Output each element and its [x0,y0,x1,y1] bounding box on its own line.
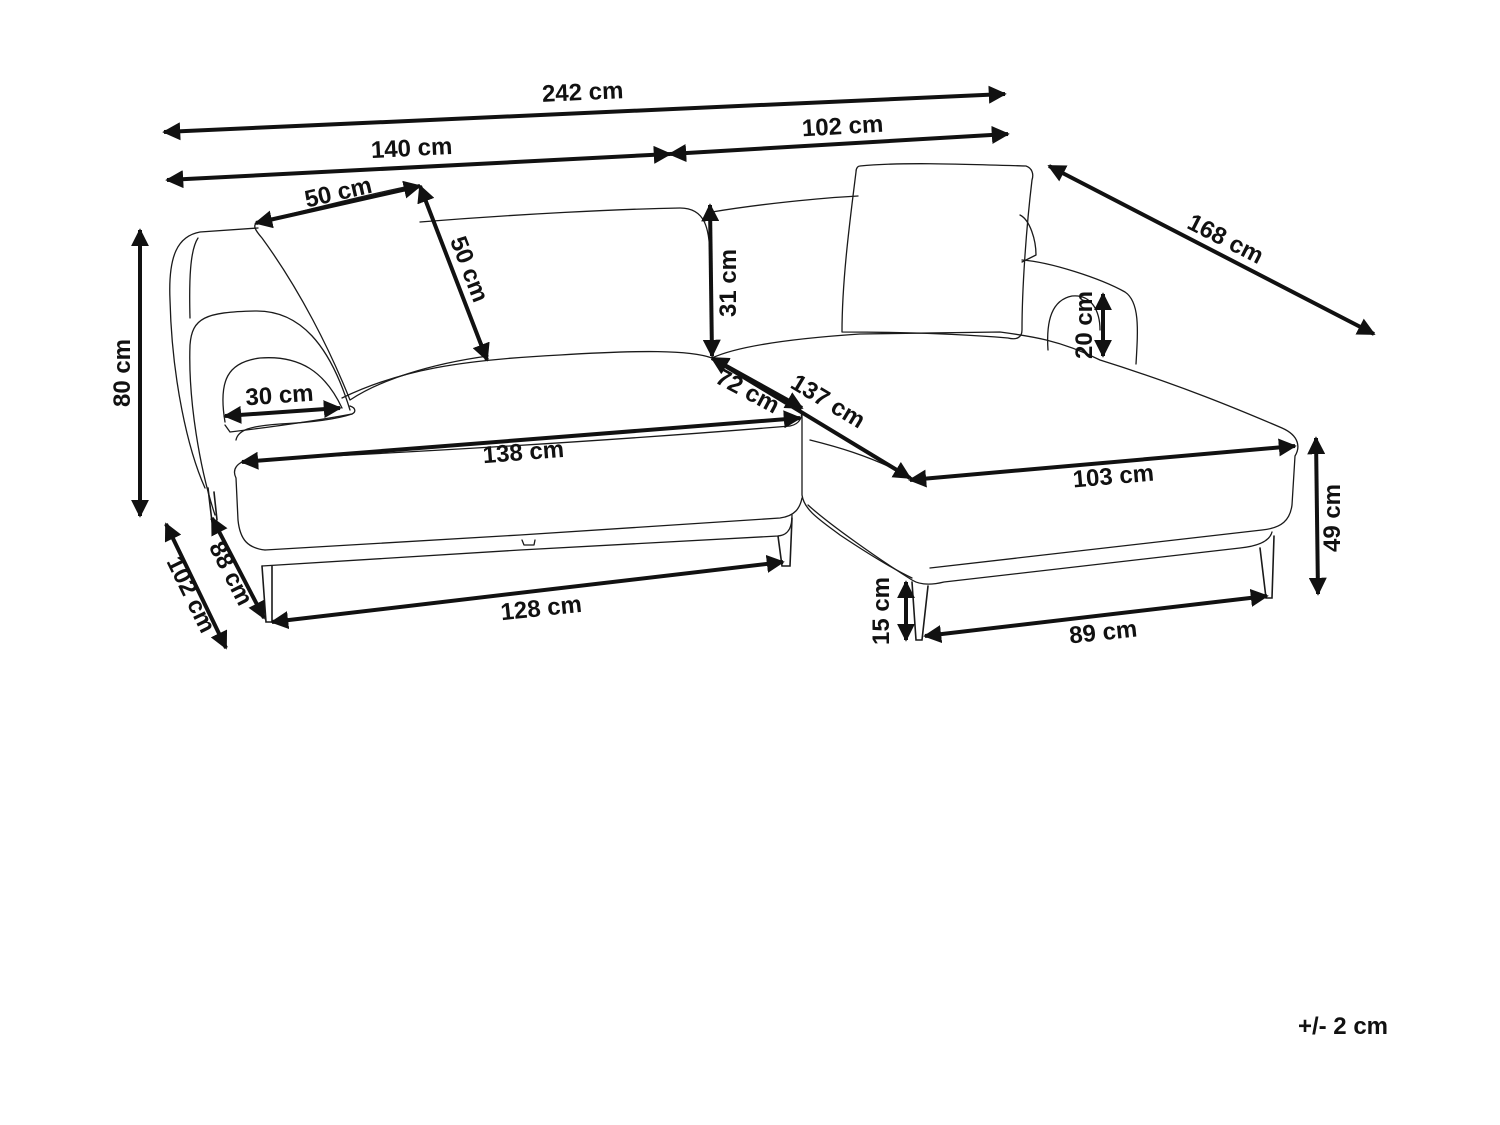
label-chaise-diagonal: 168 cm [1183,209,1268,270]
arrow-chaise-base-width [923,588,1269,644]
label-backrest-height: 31 cm [715,249,742,317]
label-chaise-seat-length: 137 cm [786,369,870,434]
label-chaise-seat-width: 103 cm [1072,460,1155,494]
right-pillow [841,163,1034,340]
label-seat-depth: 72 cm [711,363,784,419]
arrow-pillow-width [254,180,422,229]
arrow-chaise-seat-length [710,356,912,480]
leg-back-left [207,487,213,523]
chaise-seat-left-face [801,411,913,579]
arrow-chaise-width [668,125,1010,163]
label-seat-depth-outer: 88 cm [203,537,258,610]
label-base-width: 128 cm [499,591,583,626]
label-armrest-width: 30 cm [245,380,315,412]
label-total-width: 242 cm [541,77,624,108]
left-pillow [254,185,489,401]
arrow-total-width [162,85,1007,141]
label-armrest-height: 20 cm [1071,291,1098,359]
chaise-right-back [1019,214,1037,263]
arrow-armrest-width [223,400,342,424]
base-clip [521,539,536,546]
dimension-labels: 242 cm 140 cm 102 cm 168 cm 50 cm 50 cm … [109,77,1346,649]
left-back-shell [169,227,259,489]
label-chaise-width: 102 cm [801,111,884,143]
left-back-inner [189,237,199,319]
tolerance-note: +/- 2 cm [1297,1013,1388,1040]
arrow-seat-height [1307,436,1327,596]
leg-chaise-front [911,581,929,641]
leg-chaise-right [1259,535,1275,599]
arrow-base-width [270,554,785,630]
arrow-chaise-diagonal [1047,164,1376,336]
arrow-total-depth [164,522,228,650]
leg-back-left-b [213,491,218,521]
chaise-base-rail [807,504,1273,585]
label-chaise-base-width: 89 cm [1068,616,1139,650]
arrow-pillow-height [417,184,490,362]
leg-front-middle [777,517,793,567]
arrow-backrest-height [701,203,721,358]
label-total-height: 80 cm [109,339,136,407]
left-arm [189,310,351,516]
arrow-chaise-seat-width [908,438,1297,488]
label-seat-width: 138 cm [482,436,565,469]
label-leg-height: 15 cm [868,577,895,645]
label-pillow-width: 50 cm [302,172,374,214]
label-main-width: 140 cm [370,133,453,164]
main-seat-front [235,413,353,441]
arrow-main-width [165,145,672,189]
main-front-face [264,497,803,551]
label-seat-height: 49 cm [1319,484,1346,552]
dimension-arrows [131,85,1376,650]
chaise-seat-front-top [809,439,913,479]
chaise-backrest [711,195,859,213]
left-arm-inner [222,357,343,423]
arrow-seat-width [240,410,802,470]
chaise-seat-cushion [711,331,1299,569]
